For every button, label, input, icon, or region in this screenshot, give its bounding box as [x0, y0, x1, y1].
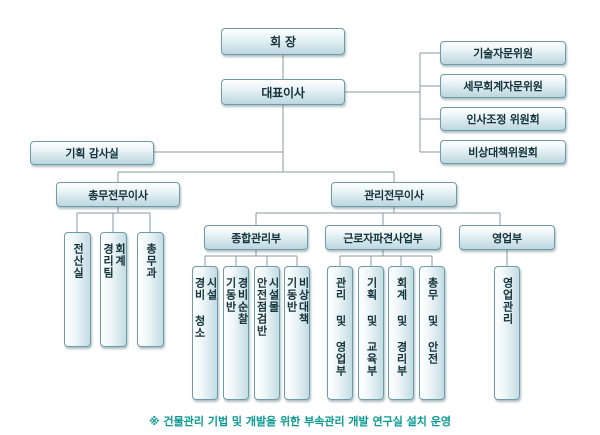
unit-label: 경비 청소: [193, 277, 206, 339]
unit-label: 총무과: [144, 243, 158, 279]
advisory-box-tax[interactable]: 세무회계자문위원: [440, 74, 566, 98]
advisory-box-tech[interactable]: 기술자문위원: [440, 41, 566, 65]
sales-unit-mgmt[interactable]: 영업관리: [494, 266, 520, 400]
dispatch-unit-mgmt-sales[interactable]: 관리 및 영업부: [327, 266, 353, 400]
dept-comprehensive[interactable]: 종합관리부: [204, 225, 308, 250]
dept-sales[interactable]: 영업부: [459, 225, 555, 250]
unit-label: 회계: [113, 243, 127, 267]
unit-label: 시설: [205, 277, 219, 301]
ceo-box[interactable]: 대표이사: [221, 79, 345, 105]
unit-label: 안전점검반: [255, 277, 268, 337]
advisory-box-hr[interactable]: 인사조정 위원회: [440, 107, 566, 131]
mgmt-director-box[interactable]: 관리전무이사: [331, 182, 457, 207]
chairman-box[interactable]: 회 장: [221, 28, 345, 55]
dept-dispatch[interactable]: 근로자파견사업부: [325, 225, 441, 250]
general-director-box[interactable]: 총무전무이사: [56, 182, 180, 207]
unit-label: 비상대책: [297, 277, 311, 325]
unit-label: 경리팀: [101, 243, 115, 279]
dispatch-unit-planning[interactable]: 기획 및 교육부: [358, 266, 384, 400]
advisory-box-emergency[interactable]: 비상대책위원회: [440, 140, 566, 164]
unit-label: 영업관리: [501, 277, 515, 325]
unit-label: 기동반: [224, 277, 237, 313]
unit-label: 경비순찰: [236, 277, 250, 325]
unit-label: 관리 및 영업부: [334, 277, 348, 377]
unit-label: 시설물: [267, 277, 281, 313]
general-unit-affairs[interactable]: 총무과: [137, 232, 164, 347]
dispatch-unit-safety[interactable]: 총무 및 안전: [419, 266, 445, 400]
general-unit-it[interactable]: 전산실: [64, 232, 91, 347]
unit-label: 회계 및 경리부: [395, 277, 409, 377]
audit-box[interactable]: 기획 감사실: [30, 141, 154, 165]
unit-label: 총무 및 안전: [426, 277, 440, 365]
unit-label: 기동반: [285, 277, 298, 313]
unit-label: 전산실: [71, 243, 85, 279]
footnote: ※ 건물관리 기법 및 개발을 위한 부속관리 개발 연구실 설치 운영: [149, 415, 451, 428]
dispatch-unit-accounting[interactable]: 회계 및 경리부: [388, 266, 414, 400]
unit-label: 기획 및 교육부: [365, 277, 379, 377]
